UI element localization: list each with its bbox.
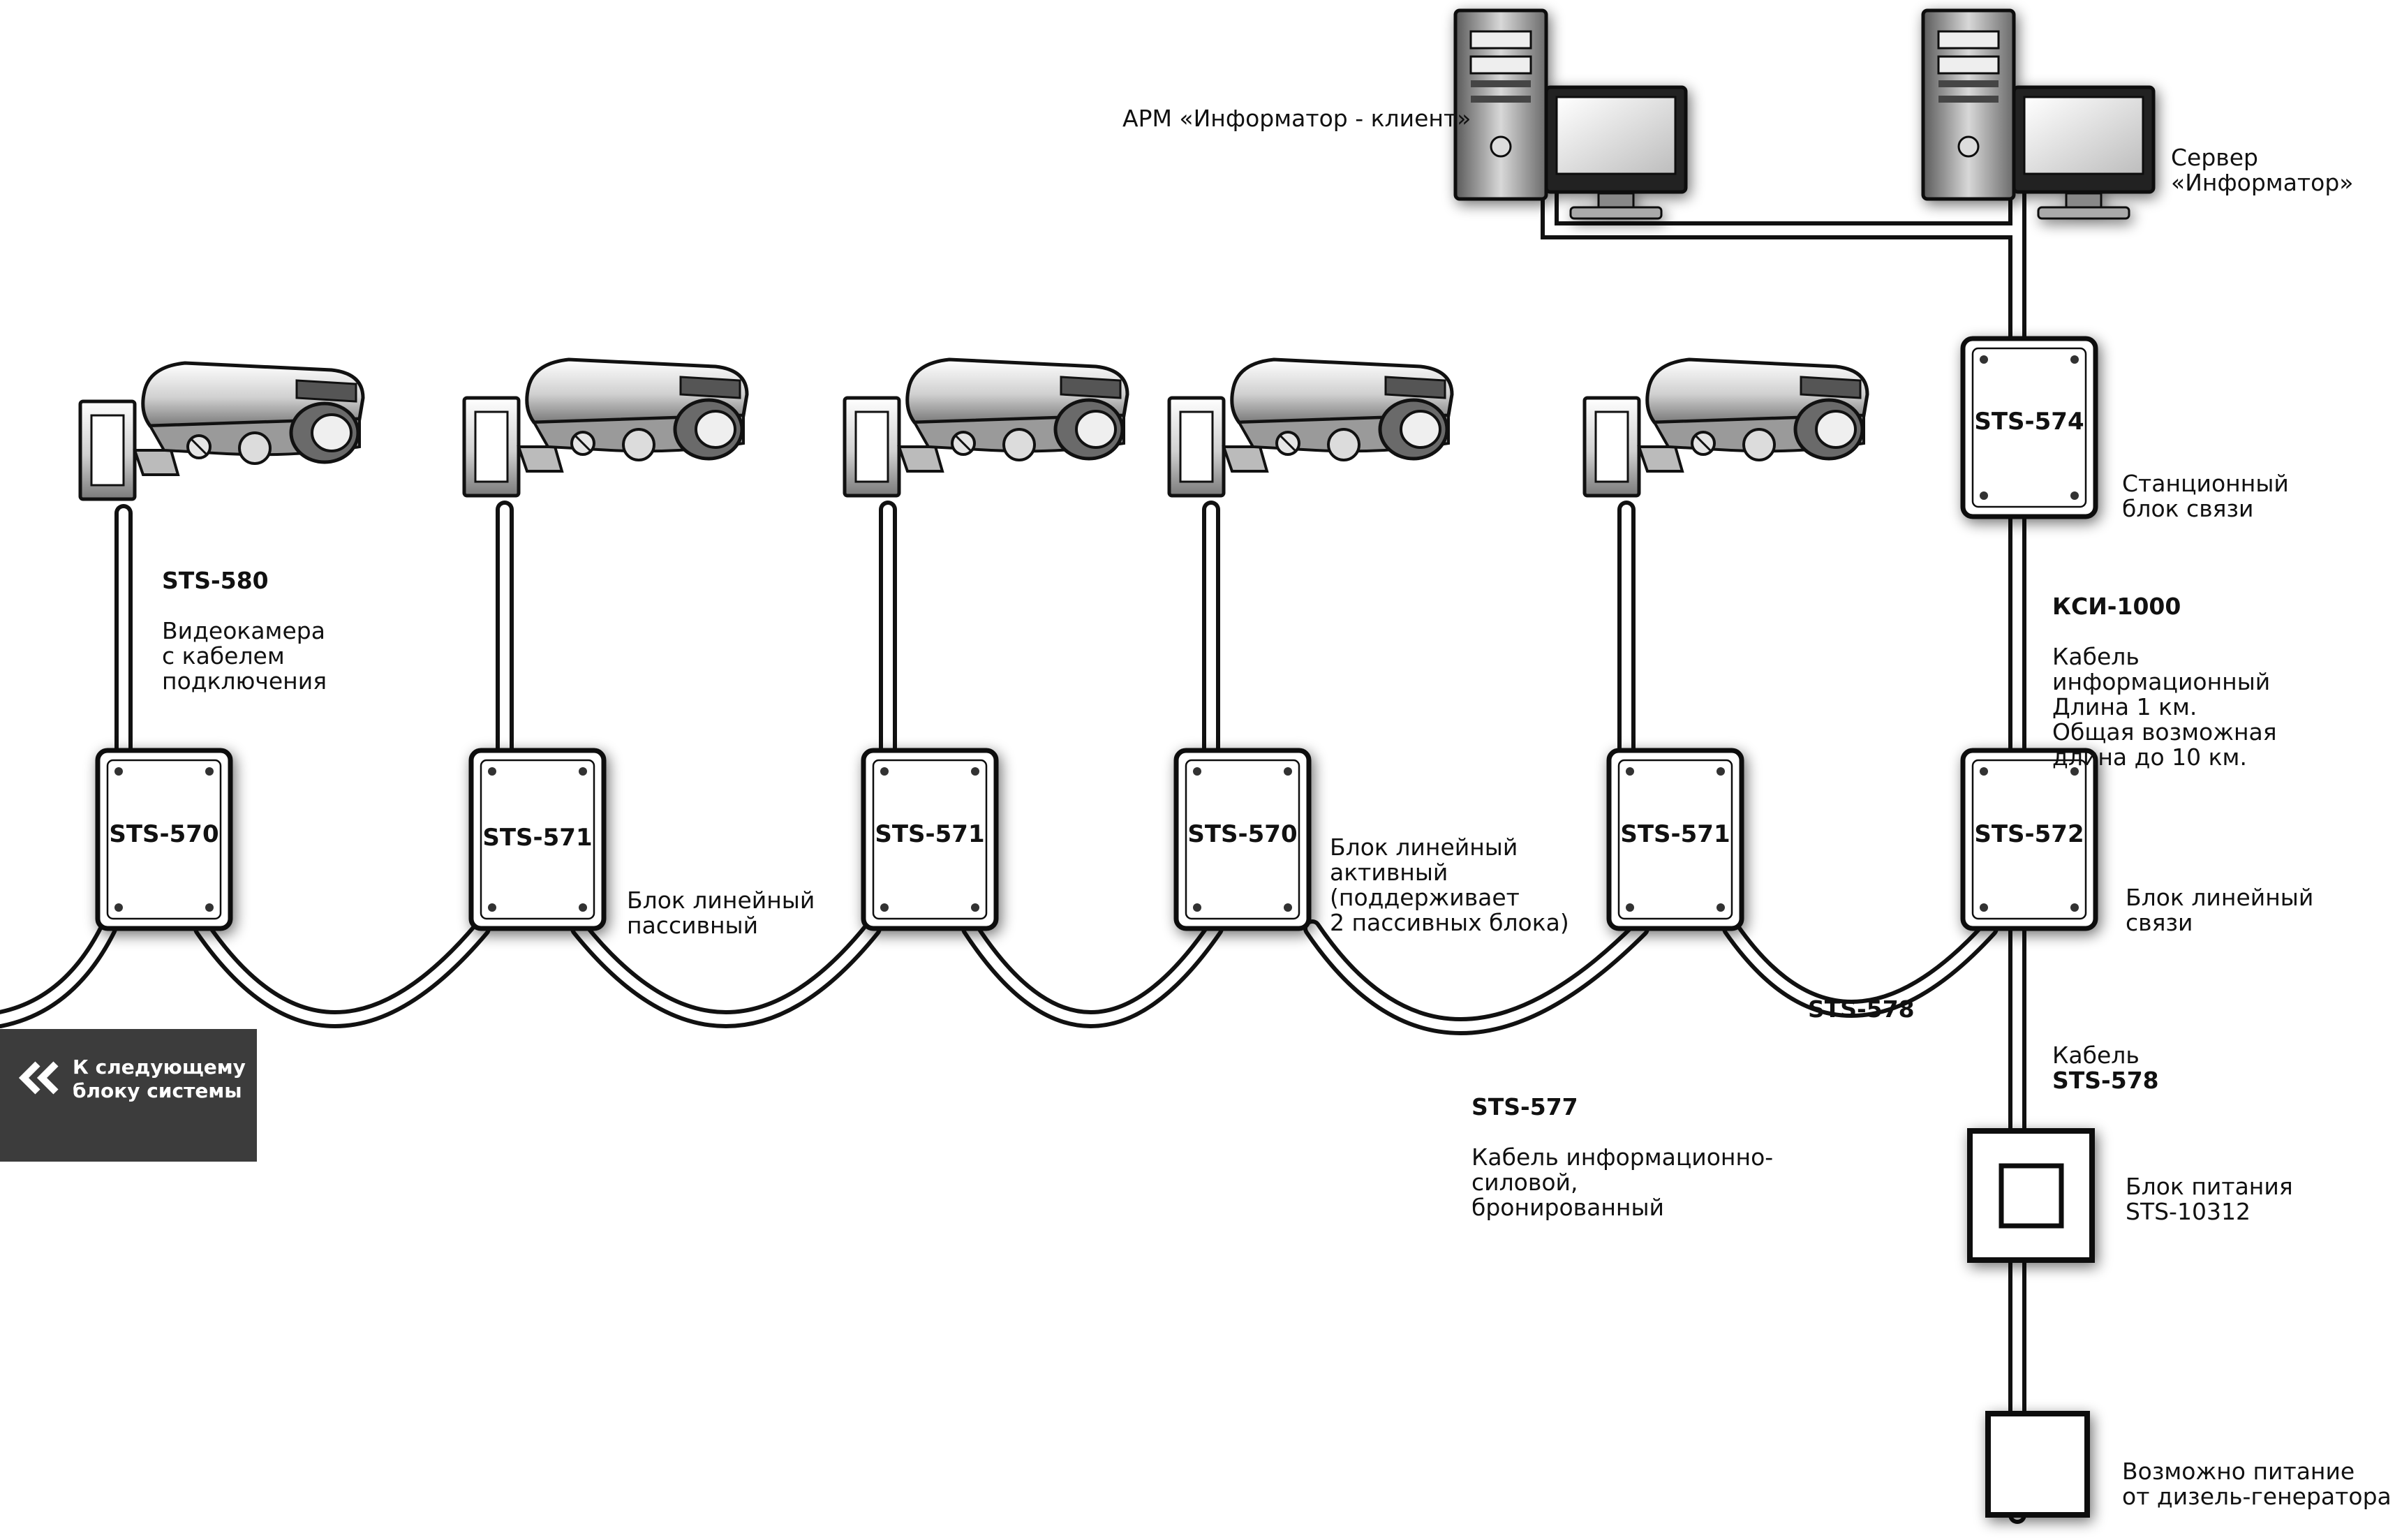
sts577-desc: Кабель информационно- силовой, бронирова… <box>1471 1143 1774 1221</box>
sts578-cable-label: STS-578 <box>1808 972 1915 1022</box>
vertical-cable-prefix: Кабель <box>2052 1042 2140 1069</box>
camera-model: STS-580 <box>162 567 269 594</box>
camera-icon <box>1585 360 1867 496</box>
box-label: STS-570 <box>1187 820 1298 848</box>
power-supply-inner <box>1999 1163 2064 1229</box>
client-computer-icon <box>1455 10 1686 219</box>
next-block-button[interactable]: К следующему блоку системы <box>0 1029 257 1162</box>
box-label: STS-571 <box>875 820 985 848</box>
box-label: STS-574 <box>1974 408 2084 436</box>
generator-icon <box>1985 1411 2090 1518</box>
active-block-label: Блок линейный активный (поддерживает 2 п… <box>1330 834 1569 936</box>
camera-icon <box>464 360 747 496</box>
double-chevron-left-icon <box>18 1061 59 1095</box>
client-label: АРМ «Информатор - клиент» <box>1122 105 1471 132</box>
ksi-desc: Кабель информационный Длина 1 км. Общая … <box>2052 643 2277 771</box>
server-computer-icon <box>1923 10 2153 219</box>
vertical-cable-model: STS-578 <box>2052 1067 2159 1094</box>
generator-label: Возможно питание от дизель-генератора <box>2122 1458 2392 1510</box>
ksi-model: КСИ-1000 <box>2052 593 2181 620</box>
passive-block-label: Блок линейный пассивный <box>627 887 815 939</box>
server-label: Сервер «Информатор» <box>2171 144 2354 196</box>
box-label: STS-572 <box>1974 820 2084 848</box>
camera-desc: Видеокамера с кабелем подключения <box>162 617 327 695</box>
sts577-model: STS-577 <box>1471 1093 1578 1120</box>
vertical-cable-label: Кабель STS-578 <box>2052 1018 2159 1118</box>
camera-icon <box>80 363 363 499</box>
station-block-label: Станционный блок связи <box>2122 470 2289 522</box>
sts578-model: STS-578 <box>1808 995 1915 1023</box>
camera-icon <box>845 360 1127 496</box>
link-block-label: Блок линейный связи <box>2126 884 2314 936</box>
box-label: STS-571 <box>1620 820 1730 848</box>
box-label: STS-570 <box>109 820 219 848</box>
power-supply-label: Блок питания STS-10312 <box>2126 1173 2293 1225</box>
ksi-cable-label: КСИ-1000 Кабель информационный Длина 1 к… <box>2052 569 2277 770</box>
next-block-label: К следующему блоку системы <box>73 1056 246 1102</box>
box-label: STS-571 <box>482 824 593 852</box>
camera-icon <box>1169 360 1452 496</box>
sts577-cable-label: STS-577 Кабель информационно- силовой, б… <box>1471 1069 1773 1220</box>
camera-label: STS-580 Видеокамера с кабелем подключени… <box>162 543 327 694</box>
